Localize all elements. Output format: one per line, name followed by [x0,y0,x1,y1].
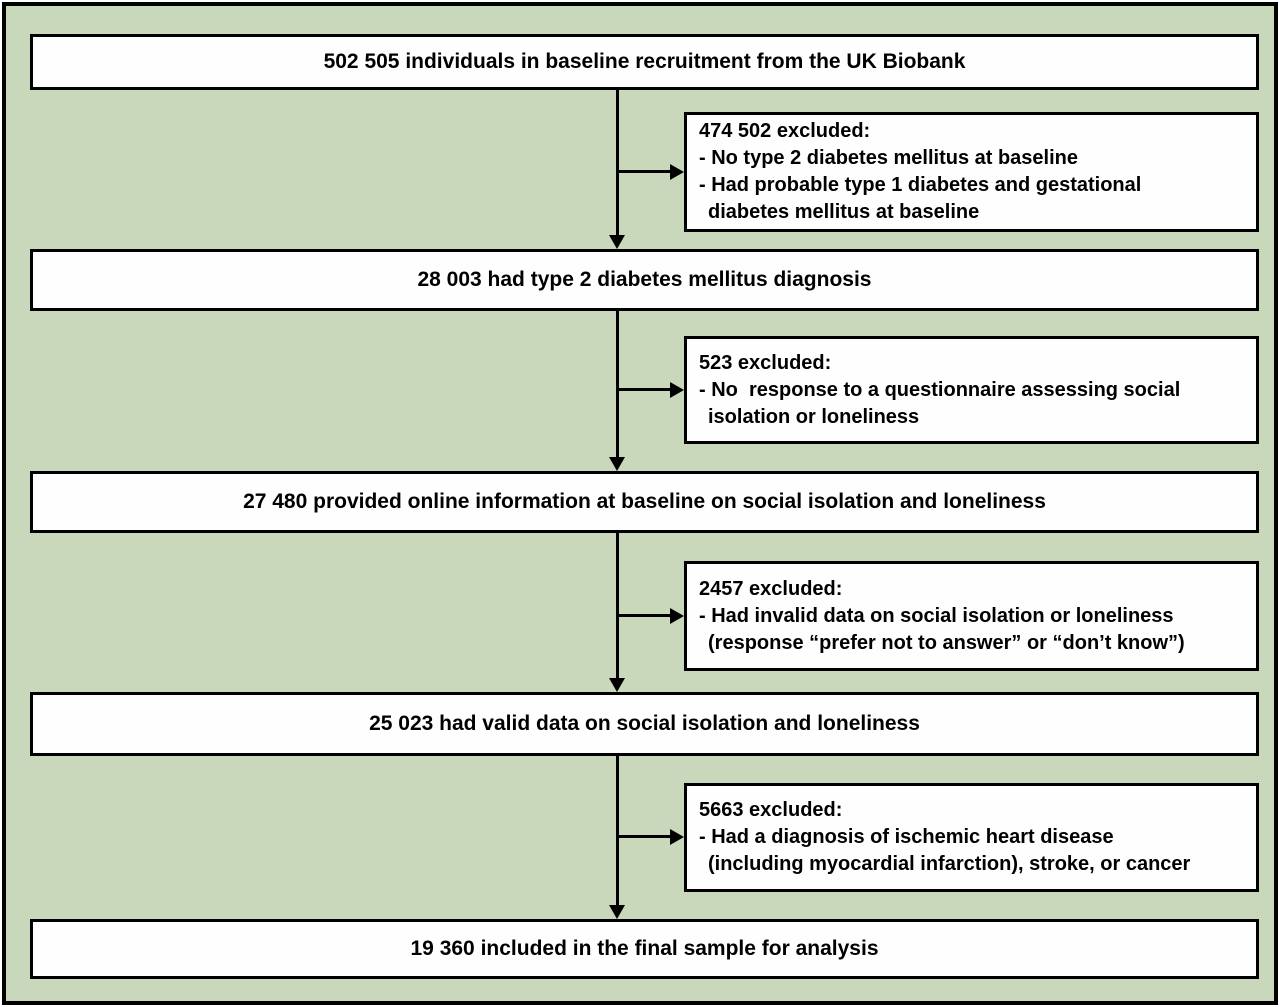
flow-box-valid-data: 25 023 had valid data on social isolatio… [30,692,1259,756]
exclusion-title: 523 excluded: [699,351,832,374]
flow-connector-line-2 [616,311,619,457]
branch-line-3 [617,614,670,617]
branch-line-2 [617,388,670,391]
arrow-right-icon-3 [670,608,684,624]
exclusion-line: (including myocardial infarction), strok… [708,853,1191,875]
exclusion-line: - No type 2 diabetes mellitus at baselin… [699,147,1079,169]
flow-box-t2dm-diagnosis: 28 003 had type 2 diabetes mellitus diag… [30,249,1259,311]
flow-box-recruitment: 502 505 individuals in baseline recruitm… [30,34,1259,90]
flow-box-valid-data-label: 25 023 had valid data on social isolatio… [369,712,920,735]
flow-box-t2dm-diagnosis-label: 28 003 had type 2 diabetes mellitus diag… [417,268,872,291]
branch-line-4 [617,835,670,838]
exclusion-box-invalid-data: 2457 excluded: - Had invalid data on soc… [684,561,1259,671]
flow-box-final-sample-label: 19 360 included in the final sample for … [410,937,879,960]
exclusion-line: isolation or loneliness [708,405,920,428]
arrow-down-icon-2 [609,457,625,471]
flow-connector-line-3 [616,533,619,678]
exclusion-box-diabetes-type: 474 502 excluded: - No type 2 diabetes m… [684,112,1259,232]
branch-line-1 [617,170,670,173]
exclusion-line: - Had probable type 1 diabetes and gesta… [699,174,1142,196]
flow-connector-line-1 [616,90,619,235]
flow-connector-line-4 [616,756,619,905]
arrow-down-icon-1 [609,235,625,249]
exclusion-line: - No response to a questionnaire assessi… [699,378,1181,401]
arrow-down-icon-4 [609,905,625,919]
exclusion-line: diabetes mellitus at baseline [708,201,980,223]
flow-box-final-sample: 19 360 included in the final sample for … [30,919,1259,979]
exclusion-box-no-response: 523 excluded: - No response to a questio… [684,336,1259,444]
arrow-down-icon-3 [609,678,625,692]
exclusion-line: (response “prefer not to answer” or “don… [708,631,1185,654]
flow-box-online-info-label: 27 480 provided online information at ba… [243,490,1046,513]
exclusion-title: 5663 excluded: [699,799,843,821]
arrow-right-icon-1 [670,164,684,180]
flow-box-recruitment-label: 502 505 individuals in baseline recruitm… [323,50,966,73]
exclusion-title: 474 502 excluded: [699,120,871,142]
arrow-right-icon-4 [670,829,684,845]
exclusion-line: - Had a diagnosis of ischemic heart dise… [699,826,1114,848]
exclusion-title: 2457 excluded: [699,577,843,600]
exclusion-box-prior-disease: 5663 excluded: - Had a diagnosis of isch… [684,783,1259,892]
arrow-right-icon-2 [670,382,684,398]
flow-box-online-info: 27 480 provided online information at ba… [30,471,1259,533]
exclusion-line: - Had invalid data on social isolation o… [699,604,1174,627]
